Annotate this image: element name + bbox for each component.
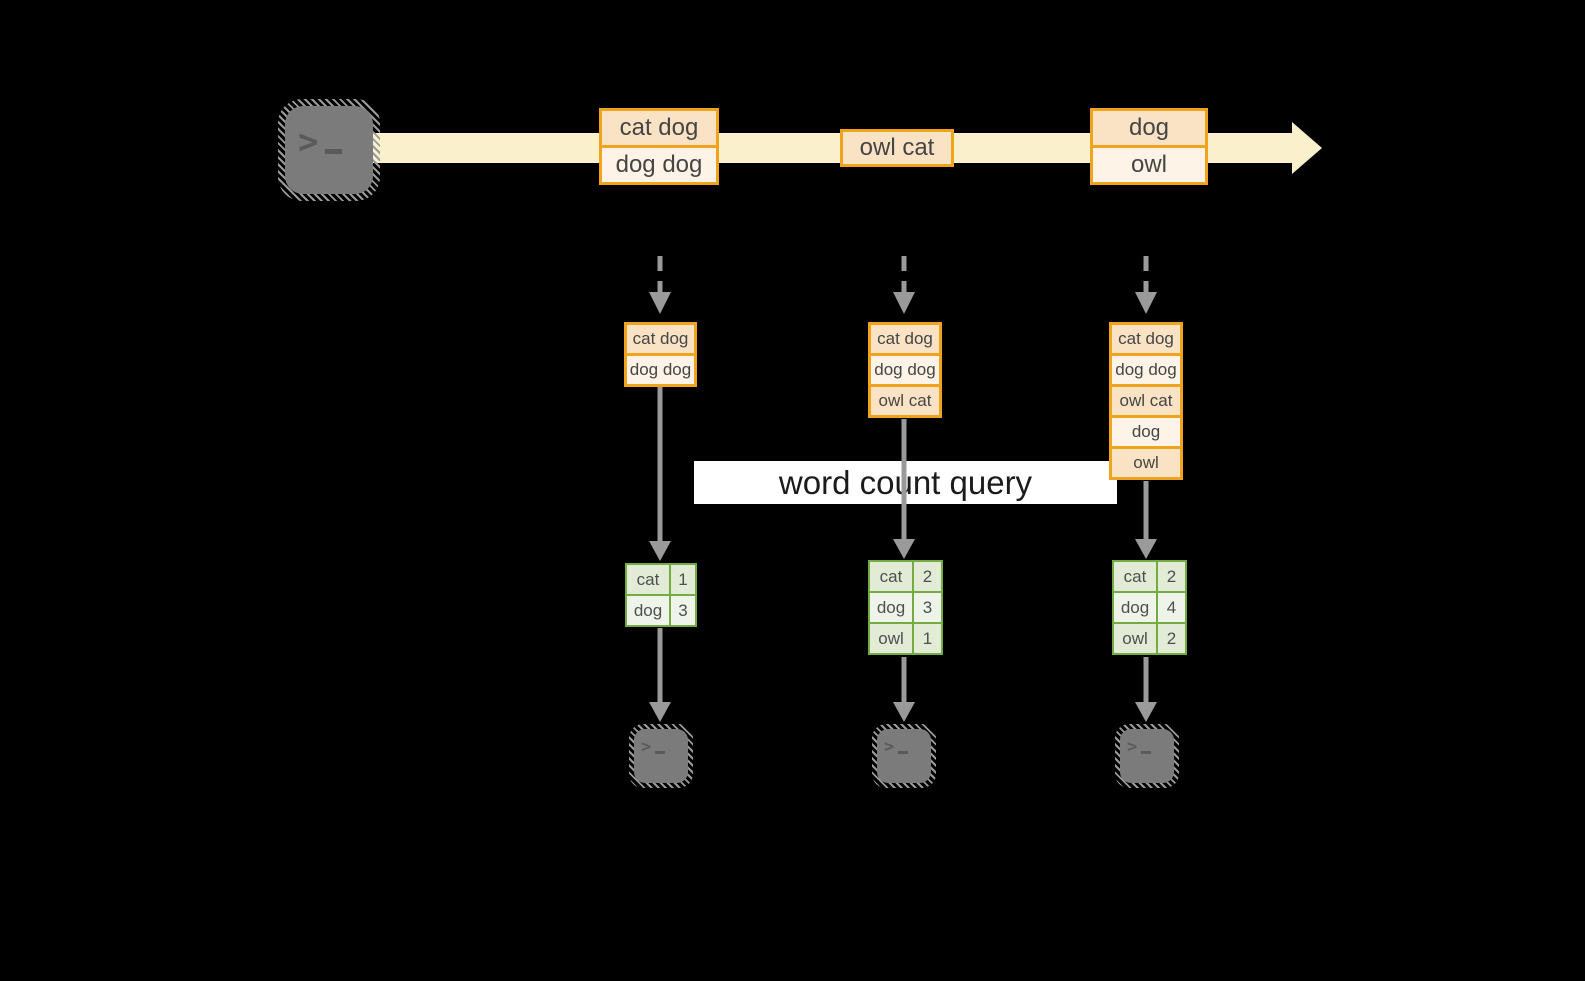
terminal-prompt-icon: > xyxy=(298,122,319,162)
wordcount-table-2: cat 2 dog 3 owl 1 xyxy=(868,560,943,655)
stream-batch-box-3: dog owl xyxy=(1090,108,1208,185)
terminal-prompt-icon: > xyxy=(884,737,895,757)
terminal-prompt-icon: > xyxy=(1127,737,1138,757)
table-row: owl 2 xyxy=(1114,624,1185,653)
output-terminal-icon: > xyxy=(872,724,936,788)
down-arrow xyxy=(1135,657,1157,722)
count-cell: 1 xyxy=(914,624,941,653)
count-cell: 1 xyxy=(671,565,695,594)
dashed-down-arrow xyxy=(893,256,915,314)
table-row: dog 3 xyxy=(627,596,695,625)
wordcount-table-3: cat 2 dog 4 owl 2 xyxy=(1112,560,1187,655)
count-cell: 2 xyxy=(914,562,941,591)
terminal-glyph: > xyxy=(298,122,343,162)
batch-item: cat dog xyxy=(627,325,694,353)
down-arrow xyxy=(1135,481,1157,559)
word-cell: dog xyxy=(627,596,669,625)
terminal-cursor-icon xyxy=(655,751,666,754)
terminal-body xyxy=(634,729,688,783)
count-cell: 3 xyxy=(914,593,941,622)
terminal-glyph: > xyxy=(884,737,909,757)
table-row: owl 1 xyxy=(870,624,941,653)
count-cell: 4 xyxy=(1158,593,1185,622)
table-row: cat 1 xyxy=(627,565,695,594)
table-row: cat 2 xyxy=(1114,562,1185,591)
word-cell: owl xyxy=(1114,624,1156,653)
terminal-body xyxy=(1120,729,1174,783)
wordcount-table-1: cat 1 dog 3 xyxy=(625,563,697,627)
batch-item: dog dog xyxy=(1112,356,1180,384)
stream-item: cat dog xyxy=(602,111,716,145)
dashed-down-arrow xyxy=(649,256,671,314)
down-arrow xyxy=(893,657,915,722)
microbatch-stack-3: cat dog dog dog owl cat dog owl xyxy=(1109,322,1183,480)
batch-item: owl cat xyxy=(1112,387,1180,415)
output-terminal-icon: > xyxy=(629,724,693,788)
word-cell: cat xyxy=(870,562,912,591)
table-row: cat 2 xyxy=(870,562,941,591)
batch-item: dog dog xyxy=(871,356,939,384)
terminal-glyph: > xyxy=(641,737,666,757)
batch-item: cat dog xyxy=(871,325,939,353)
stream-batch-box-1: cat dog dog dog xyxy=(599,108,719,185)
terminal-cursor-icon xyxy=(898,751,909,754)
source-terminal-icon: > xyxy=(278,99,380,201)
terminal-cursor-icon xyxy=(1141,751,1152,754)
down-arrow xyxy=(893,419,915,559)
stream-item: dog xyxy=(1093,111,1205,145)
stream-item: owl xyxy=(1093,148,1205,182)
stream-batch-box-2: owl cat xyxy=(840,129,954,167)
stream-item: owl cat xyxy=(843,132,951,164)
batch-item: dog xyxy=(1112,418,1180,446)
terminal-prompt-icon: > xyxy=(641,737,652,757)
microbatch-stack-1: cat dog dog dog xyxy=(624,322,697,387)
word-cell: cat xyxy=(627,565,669,594)
table-row: dog 3 xyxy=(870,593,941,622)
batch-item: dog dog xyxy=(627,356,694,384)
down-arrow xyxy=(649,628,671,722)
terminal-cursor-icon xyxy=(325,149,343,154)
batch-item: owl cat xyxy=(871,387,939,415)
terminal-glyph: > xyxy=(1127,737,1152,757)
dashed-down-arrow xyxy=(1135,256,1157,314)
terminal-body xyxy=(877,729,931,783)
down-arrow xyxy=(649,387,671,561)
count-cell: 2 xyxy=(1158,562,1185,591)
batch-item: owl xyxy=(1112,449,1180,477)
count-cell: 3 xyxy=(671,596,695,625)
microbatch-stack-2: cat dog dog dog owl cat xyxy=(868,322,942,418)
stream-item: dog dog xyxy=(602,148,716,182)
table-row: dog 4 xyxy=(1114,593,1185,622)
word-cell: dog xyxy=(870,593,912,622)
batch-item: cat dog xyxy=(1112,325,1180,353)
word-cell: owl xyxy=(870,624,912,653)
output-terminal-icon: > xyxy=(1115,724,1179,788)
word-cell: cat xyxy=(1114,562,1156,591)
word-cell: dog xyxy=(1114,593,1156,622)
stream-arrowhead xyxy=(1292,122,1322,174)
count-cell: 2 xyxy=(1158,624,1185,653)
